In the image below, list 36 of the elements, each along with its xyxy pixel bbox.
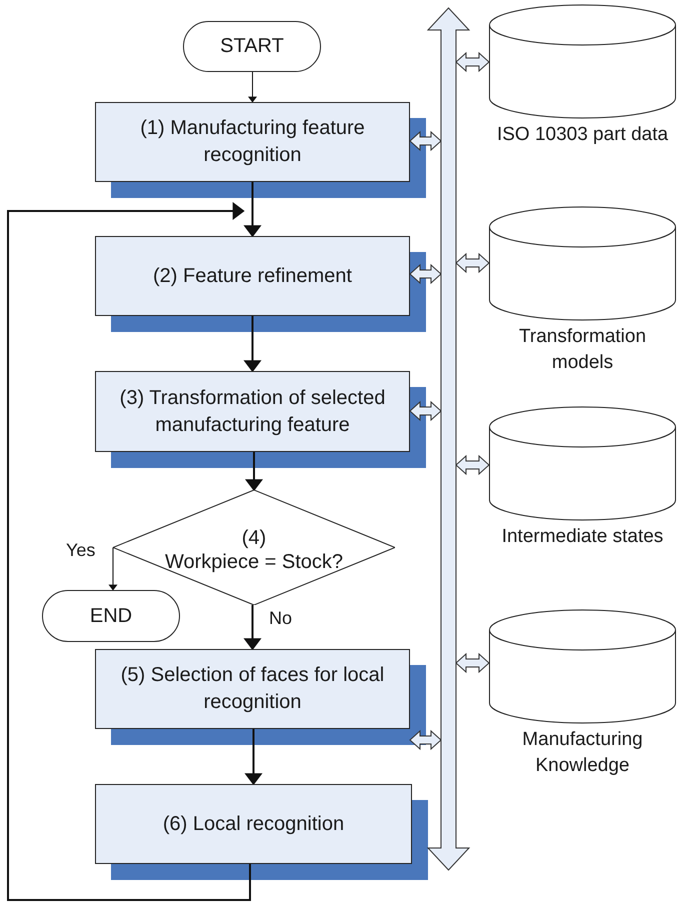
process-box: [95, 649, 410, 729]
terminator-label: END: [90, 604, 132, 628]
arrow: [246, 316, 258, 372]
double-arrow: [455, 52, 490, 72]
step-label: (1) Manufacturing feature recognition: [139, 116, 366, 168]
decision-label: Workpiece = Stock?: [164, 550, 344, 574]
double-arrow: [455, 652, 490, 674]
process-box: [95, 371, 410, 452]
terminator-label: START: [220, 34, 284, 59]
arrow: [246, 605, 258, 650]
decision-label: (4): [242, 526, 266, 550]
arrow: [246, 182, 258, 238]
terminator: [183, 21, 321, 72]
arrow: [110, 547, 116, 591]
arrow: [248, 729, 260, 786]
process-box: [95, 784, 412, 864]
double-arrow: [409, 730, 442, 750]
database-caption: Transformation models: [518, 325, 648, 375]
step-label: (6) Local recognition: [162, 812, 344, 836]
double-arrow: [409, 400, 442, 422]
double-arrow: [455, 454, 490, 476]
arrow: [250, 72, 256, 103]
step-label: (2) Feature refinement: [153, 264, 352, 288]
step-label: (5) Selection of faces for local recognition: [120, 663, 386, 715]
double-arrow: [455, 252, 490, 274]
database-caption: ISO 10303 part data: [496, 123, 668, 147]
database-caption: Manufacturing Knowledge: [521, 728, 644, 778]
double-arrow: [409, 264, 442, 284]
arrow: [248, 452, 260, 492]
database-caption: Intermediate states: [502, 525, 664, 549]
terminator: [42, 590, 180, 642]
process-box: [95, 236, 410, 316]
step-label: (3) Transformation of selected manufacturing feature: [118, 386, 386, 438]
process-box: [95, 102, 410, 182]
arrow: [7, 205, 251, 901]
double-arrow: [409, 130, 442, 152]
